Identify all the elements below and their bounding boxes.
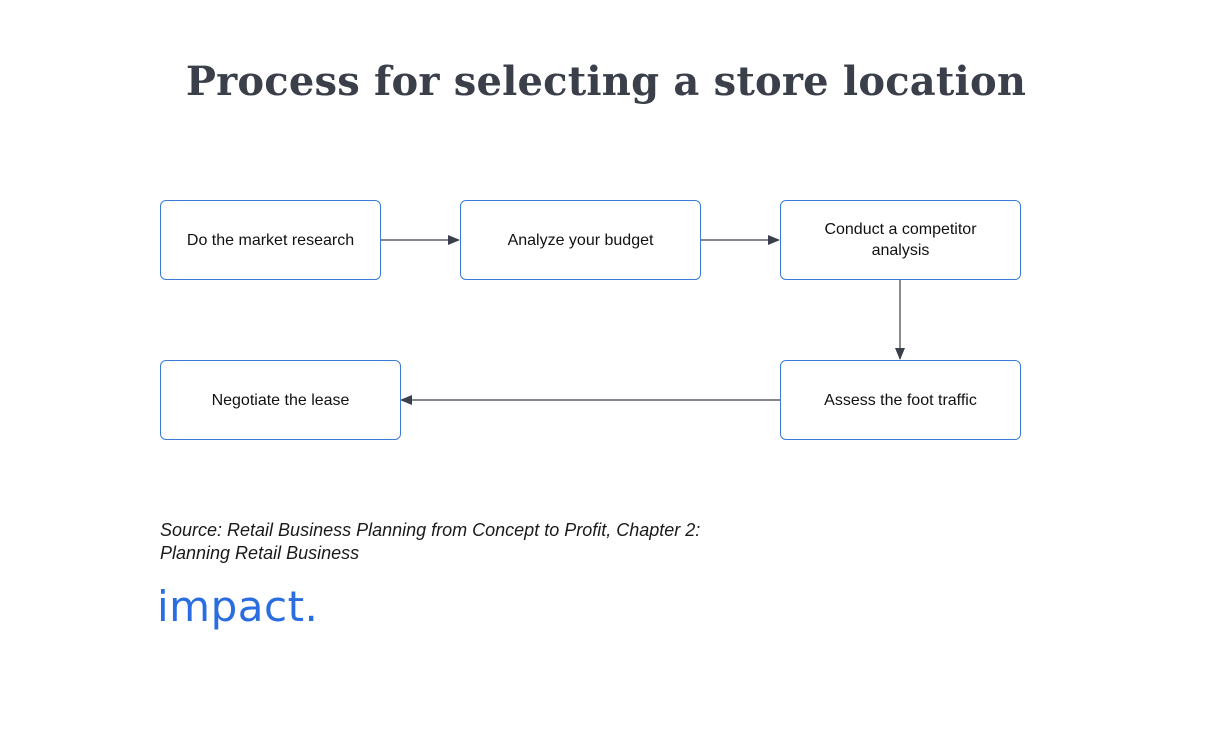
node-competitor-analysis: Conduct a competitor analysis: [780, 200, 1021, 280]
node-label: Conduct a competitor analysis: [824, 221, 977, 259]
node-analyze-budget: Analyze your budget: [460, 200, 701, 280]
node-negotiate-lease: Negotiate the lease: [160, 360, 401, 440]
node-market-research: Do the market research: [160, 200, 381, 280]
node-label: Do the market research: [186, 231, 355, 249]
diagram-title: Process for selecting a store location: [185, 58, 1027, 105]
impact-logo: impact.: [157, 582, 319, 631]
node-label: Assess the foot traffic: [824, 391, 977, 409]
node-label: Negotiate the lease: [211, 391, 350, 409]
node-label: Analyze your budget: [507, 231, 654, 249]
node-foot-traffic: Assess the foot traffic: [780, 360, 1021, 440]
source-citation: Source: Retail Business Planning from Co…: [160, 520, 701, 563]
